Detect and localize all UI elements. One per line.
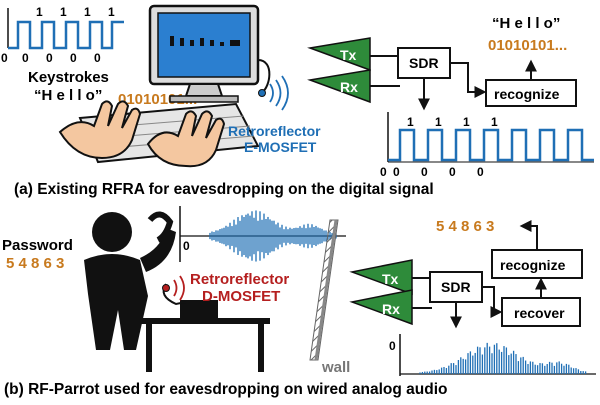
wall xyxy=(309,219,339,361)
retro-b-line1: Retroreflector xyxy=(190,271,289,288)
wave-left-one: 1 xyxy=(60,5,67,19)
rx-antenna-b: Rx xyxy=(349,289,413,326)
signal-waves-icon-b xyxy=(173,275,185,301)
retro-b-line2: D-MOSFET xyxy=(202,288,280,305)
retroreflector-node-a xyxy=(258,89,266,97)
wave-left-one: 1 xyxy=(36,5,43,19)
recognize-label-a: recognize xyxy=(494,86,560,102)
wave-left-one: 1 xyxy=(84,5,91,19)
wave-left-zero: 0 xyxy=(94,51,101,65)
signal-waves-icon xyxy=(269,75,289,111)
wave-right-zero: 0 xyxy=(393,165,400,179)
desk xyxy=(140,318,270,372)
rx-antenna: Rx xyxy=(307,69,371,104)
retroreflector-node-b xyxy=(162,284,170,292)
out-hello: “H e l l o” xyxy=(492,15,560,32)
sdr-label-b: SDR xyxy=(441,279,471,295)
wave-left-zero: 0 xyxy=(22,51,29,65)
panel-b: Password 5 4 8 6 3 Retroreflector D-MOSF… xyxy=(2,206,596,398)
rx-label-a: Rx xyxy=(340,79,358,95)
wave-left-zero: 0 xyxy=(70,51,77,65)
keystrokes-label: Keystrokes xyxy=(28,69,109,86)
audio-waveform: 0 xyxy=(179,206,346,262)
retro-a-line1: Retroreflector xyxy=(228,123,321,139)
wall-label: wall xyxy=(321,359,350,376)
arrow-recognize-to-digits xyxy=(519,220,538,250)
sdr-label-a: SDR xyxy=(409,55,439,71)
out-bits: 01010101... xyxy=(488,37,567,54)
password-label: Password xyxy=(2,237,73,254)
wave-left-zero: 0 xyxy=(46,51,53,65)
wave-right-one: 1 xyxy=(491,115,498,129)
monitor-icon xyxy=(148,4,260,103)
audio-bars xyxy=(209,210,337,262)
cable xyxy=(257,59,271,93)
tx-antenna-b: Tx xyxy=(349,259,413,296)
wave-right-zero: 0 xyxy=(477,165,484,179)
tx-label-a: Tx xyxy=(340,47,357,63)
arrow-sdr-to-recognize xyxy=(450,62,487,98)
wave-right-zero: 0 xyxy=(449,165,456,179)
received-spectrum: 0 xyxy=(389,334,596,376)
digital-wave-left: 1 1 1 1 0 0 0 0 0 xyxy=(1,5,124,65)
recover-box xyxy=(501,297,581,327)
wave-right-zero: 0 xyxy=(421,165,428,179)
sdr-box-b xyxy=(429,271,483,303)
recognize-box-b xyxy=(491,249,583,279)
tx-label-b: Tx xyxy=(382,271,399,287)
hands-icon xyxy=(58,100,226,168)
wave-right-origin: 0 xyxy=(380,165,387,179)
recover-label: recover xyxy=(514,305,565,321)
caption-b: (b) RF-Parrot used for eavesdropping on … xyxy=(4,381,448,398)
recognize-box-a xyxy=(485,79,577,107)
wave-left-origin: 0 xyxy=(1,51,8,65)
hello-label: “H e l l o” xyxy=(34,87,102,104)
password-digits: 5 4 8 6 3 xyxy=(6,255,64,272)
arrow-sdr-to-recover xyxy=(482,286,503,318)
person-icon xyxy=(84,211,176,350)
spectrum-origin: 0 xyxy=(389,339,396,353)
recognize-label-b: recognize xyxy=(500,257,566,273)
retro-a-line2: E-MOSFET xyxy=(244,139,317,155)
wave-right-one: 1 xyxy=(435,115,442,129)
caption-a: (a) Existing RFRA for eavesdropping on t… xyxy=(14,181,434,198)
rx-label-b: Rx xyxy=(382,301,400,317)
audio-origin: 0 xyxy=(183,239,190,253)
wave-left-one: 1 xyxy=(108,5,115,19)
out-digits: 5 4 8 6 3 xyxy=(436,218,494,235)
wave-right-one: 1 xyxy=(407,115,414,129)
wave-right-one: 1 xyxy=(463,115,470,129)
panel-a: 1 1 1 1 0 0 0 0 0 Keystrokes “H e l l o”… xyxy=(1,4,594,198)
tx-antenna: Tx xyxy=(307,37,371,72)
spectrum-bars xyxy=(419,342,587,374)
digital-wave-right: 1 1 1 1 0 0 0 0 0 xyxy=(380,112,594,179)
